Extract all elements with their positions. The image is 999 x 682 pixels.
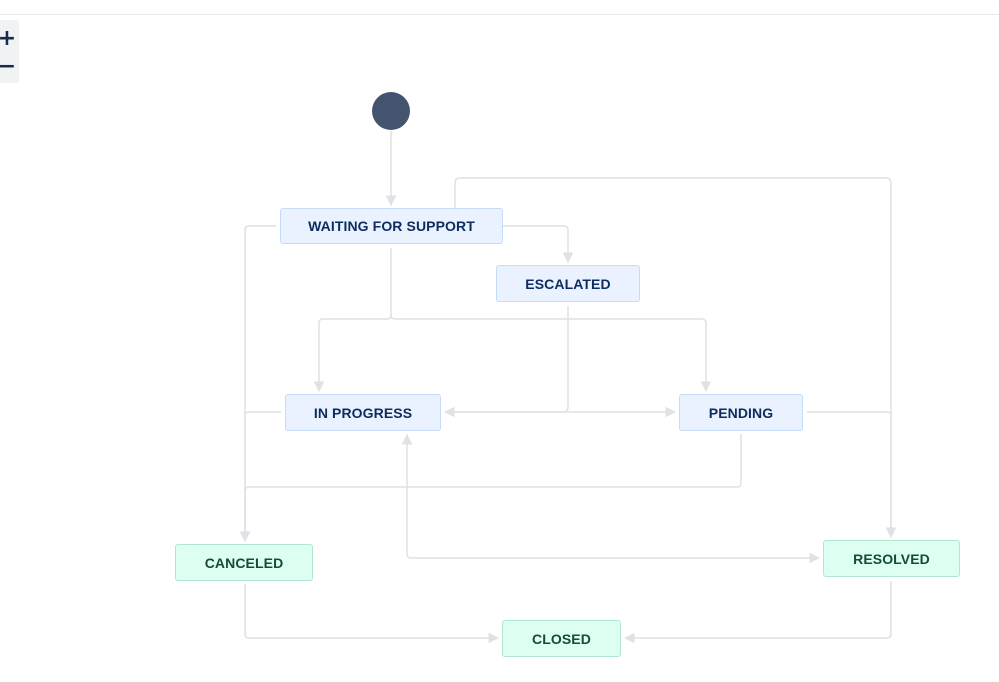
status-in-progress[interactable]: IN PROGRESS <box>285 394 441 431</box>
edge-waiting-to-escalated <box>503 225 574 264</box>
edge-waiting-to-pending <box>390 314 712 393</box>
zoom-out-button[interactable]: − <box>0 54 17 79</box>
status-canceled[interactable]: CANCELED <box>175 544 313 581</box>
zoom-controls: + − <box>0 20 19 83</box>
top-divider <box>0 14 999 15</box>
edge-canceled-to-closed <box>244 584 500 644</box>
edge-escalated-down <box>562 306 569 413</box>
edge-inprogress-to-canceled <box>244 411 281 541</box>
status-pending[interactable]: PENDING <box>679 394 803 431</box>
status-resolved[interactable]: RESOLVED <box>823 540 960 577</box>
status-waiting-for-support[interactable]: WAITING FOR SUPPORT <box>280 208 503 244</box>
edge-pending-to-resolved <box>807 411 897 539</box>
zoom-in-button[interactable]: + <box>0 26 17 51</box>
edge-inprogress-resolved <box>401 433 821 564</box>
edge-resolved-to-closed <box>623 581 892 644</box>
status-closed[interactable]: CLOSED <box>502 620 621 657</box>
edge-pending-to-canceled <box>239 434 742 543</box>
status-escalated[interactable]: ESCALATED <box>496 265 640 302</box>
edge-waiting-to-inprogress <box>313 248 392 393</box>
start-node[interactable] <box>372 92 410 130</box>
edge-waiting-to-canceled <box>239 225 276 543</box>
edge-waiting-to-resolved <box>454 177 897 539</box>
